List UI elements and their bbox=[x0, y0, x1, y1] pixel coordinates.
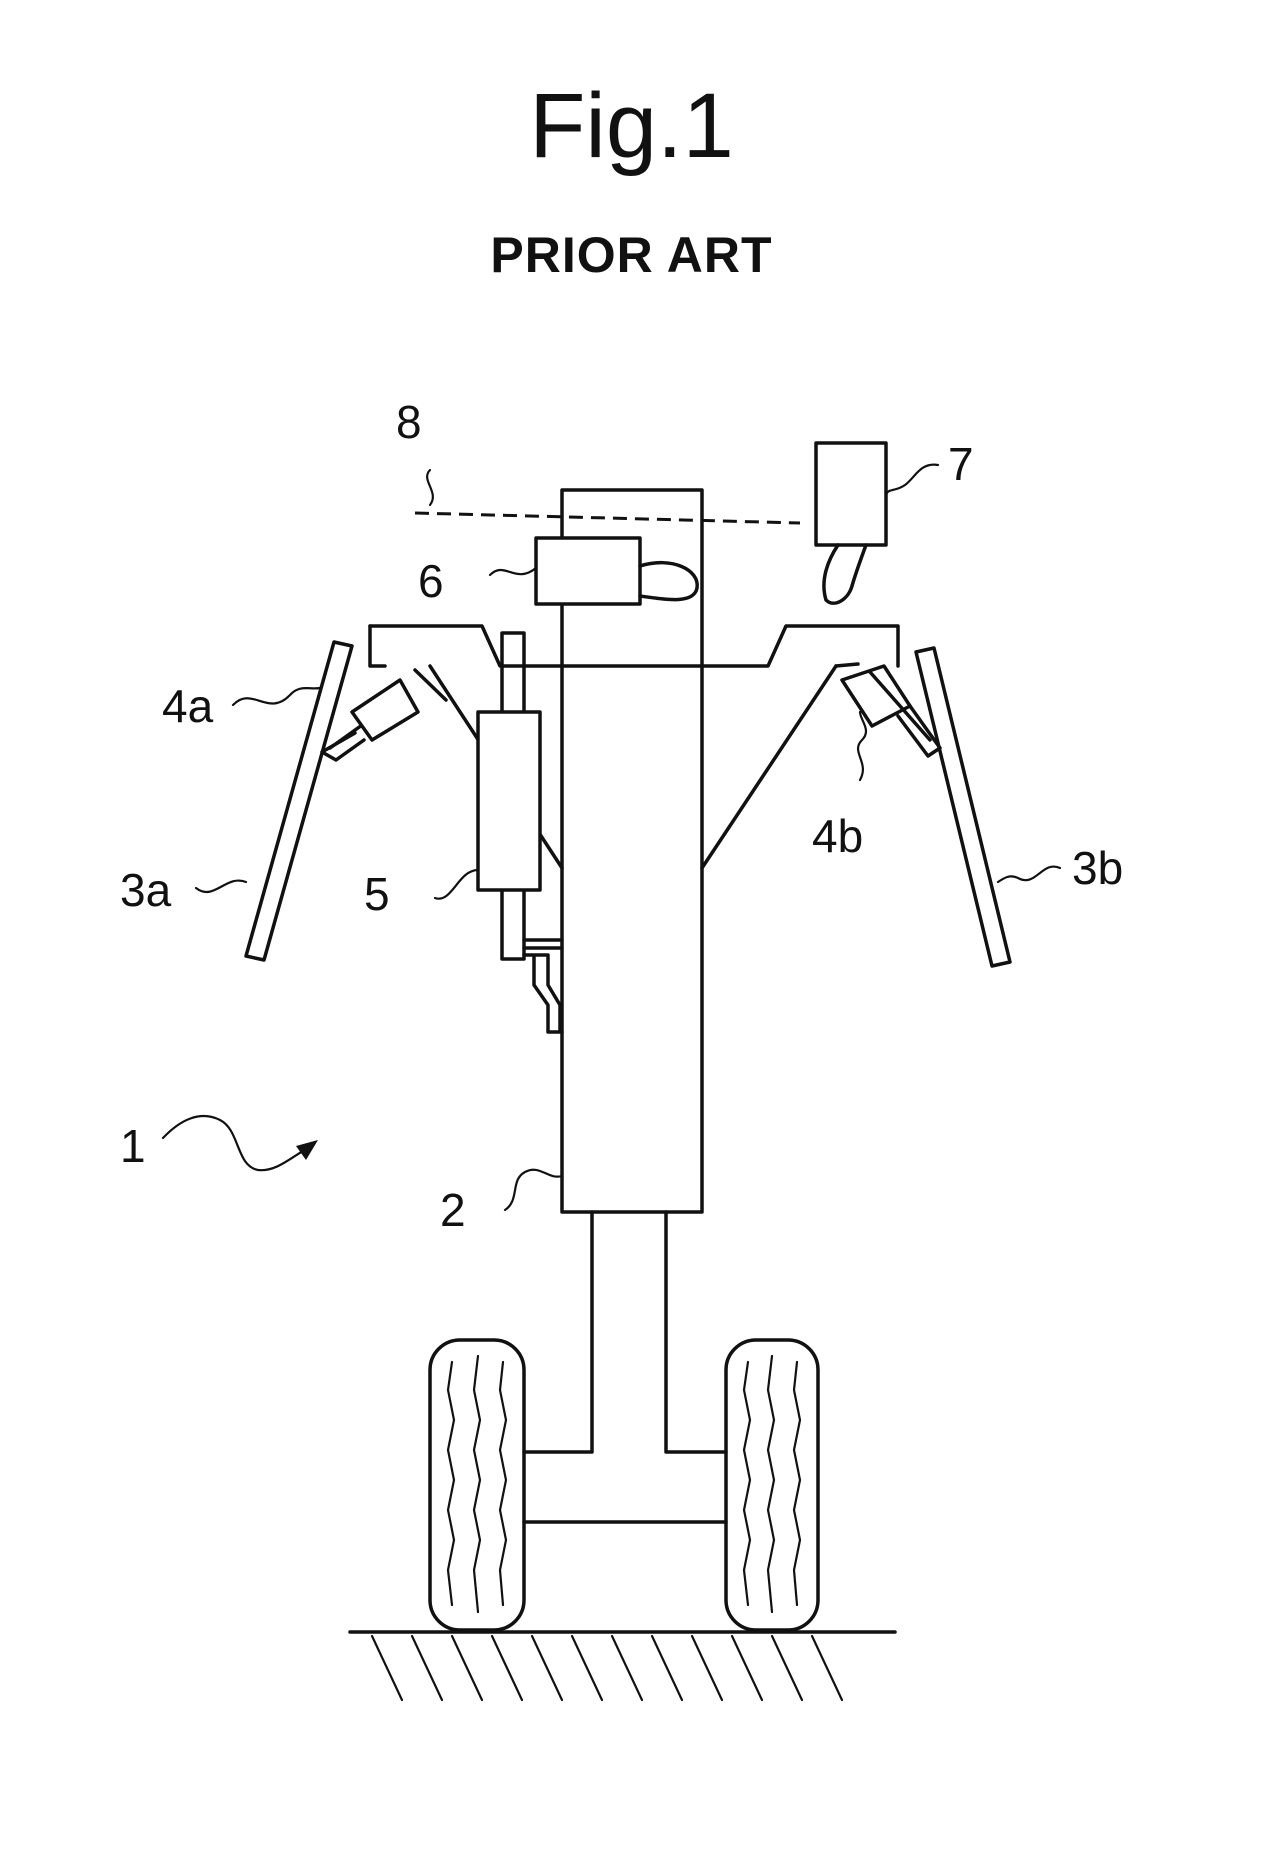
leader-3a bbox=[196, 881, 246, 892]
unit-7 bbox=[816, 443, 886, 603]
label-1: 1 bbox=[120, 1120, 146, 1172]
axle-stem bbox=[524, 1212, 726, 1522]
label-5: 5 bbox=[364, 868, 390, 920]
ground-hatching bbox=[372, 1636, 842, 1700]
leader-6 bbox=[490, 568, 536, 575]
panel-3b bbox=[916, 648, 1010, 966]
unit-6 bbox=[536, 538, 697, 604]
leader-4a bbox=[233, 688, 320, 705]
label-4a: 4a bbox=[162, 680, 214, 732]
label-8: 8 bbox=[396, 396, 422, 448]
crossbar bbox=[370, 626, 898, 666]
leader-3b bbox=[998, 867, 1060, 882]
sensor-4b bbox=[836, 664, 940, 756]
ground bbox=[350, 1632, 895, 1700]
reference-numerals: 8 7 6 4a 4b 3a 3b 5 2 1 bbox=[120, 396, 1123, 1236]
leader-4b bbox=[858, 712, 866, 780]
label-2: 2 bbox=[440, 1184, 466, 1236]
leader-2 bbox=[505, 1170, 562, 1210]
leader-8 bbox=[427, 470, 433, 505]
reference-line-8 bbox=[415, 513, 800, 523]
left-wheel bbox=[430, 1340, 524, 1630]
right-wheel bbox=[726, 1340, 818, 1630]
arrow-head-1 bbox=[296, 1140, 318, 1160]
leader-1 bbox=[163, 1116, 308, 1170]
label-7: 7 bbox=[948, 438, 974, 490]
leader-5 bbox=[435, 870, 478, 899]
label-3b: 3b bbox=[1072, 842, 1123, 894]
label-6: 6 bbox=[418, 555, 444, 607]
label-4b: 4b bbox=[812, 810, 863, 862]
leader-7 bbox=[886, 465, 938, 495]
lower-bracket bbox=[524, 940, 562, 1032]
label-3a: 3a bbox=[120, 864, 172, 916]
actuator-5 bbox=[478, 712, 540, 890]
